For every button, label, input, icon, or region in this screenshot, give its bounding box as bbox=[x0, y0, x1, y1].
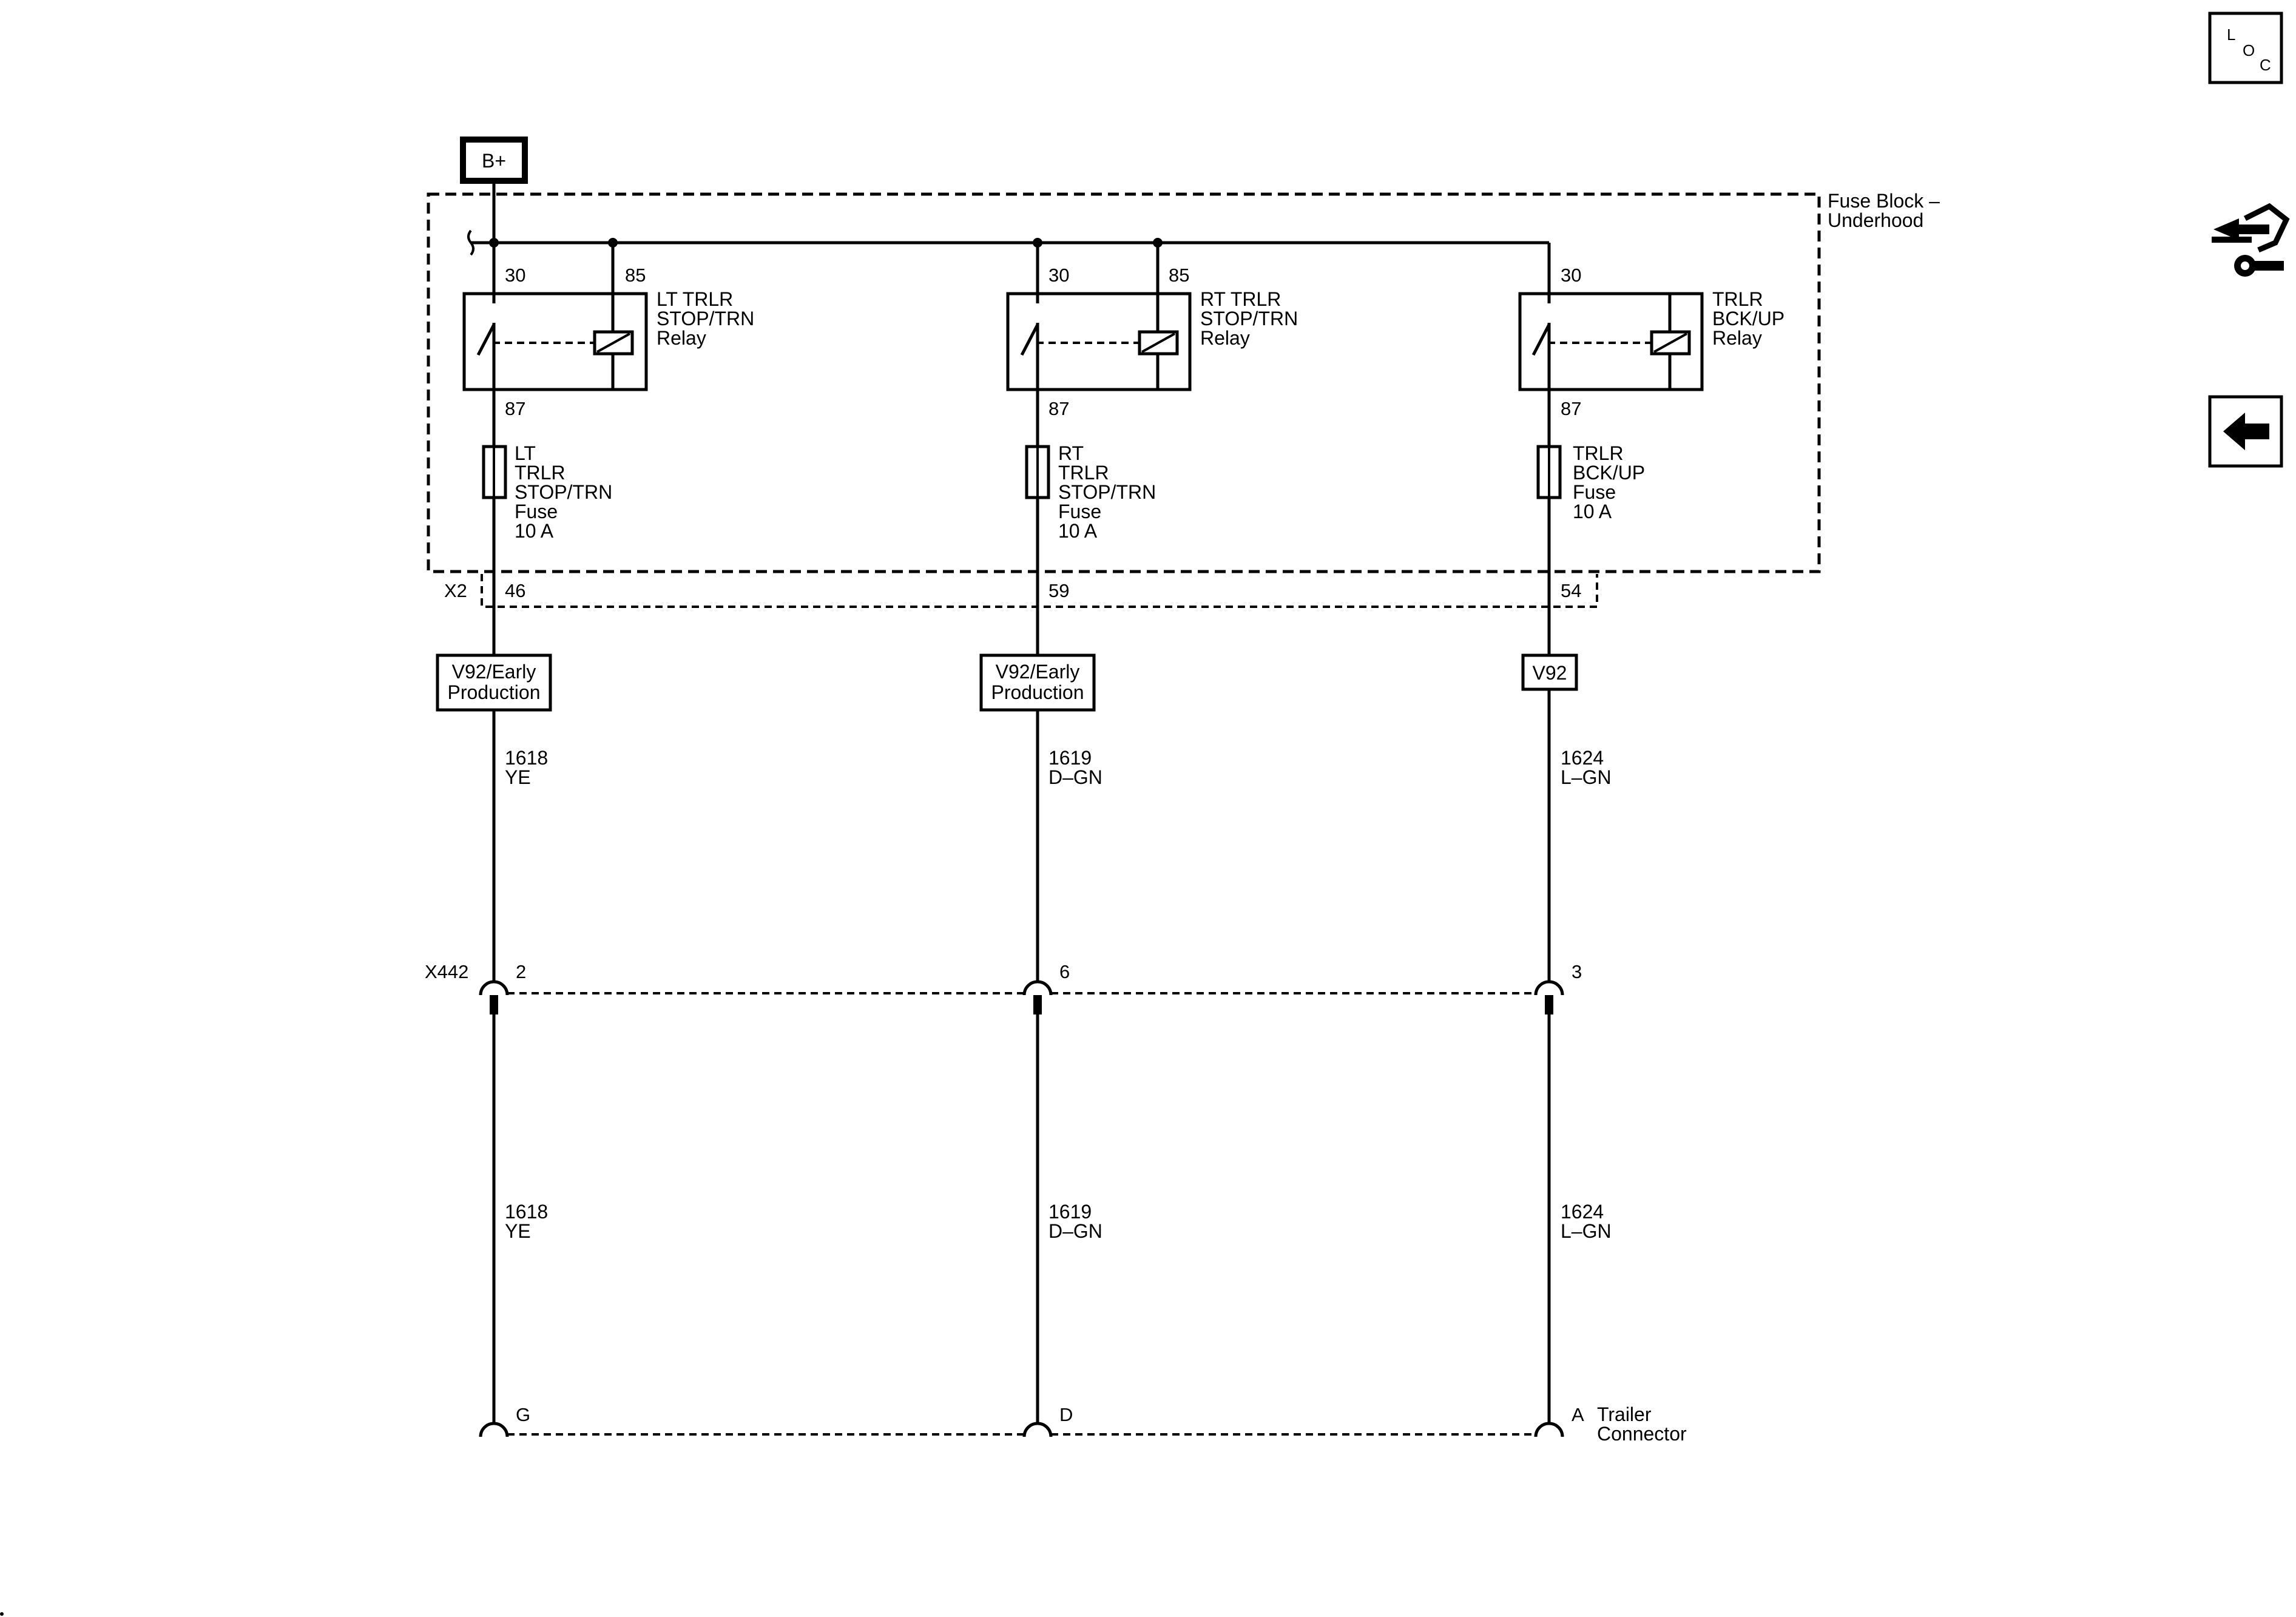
connector-x442-pin: 2 bbox=[516, 961, 526, 982]
loc-letter-c: C bbox=[2260, 56, 2271, 74]
wire-circuit: 1619 bbox=[1048, 747, 1092, 769]
location-button[interactable]: L O C bbox=[2208, 12, 2283, 84]
option-box-rt: V92/Early Production bbox=[979, 653, 1096, 712]
fuse-name-line3: Fuse bbox=[1573, 481, 1616, 503]
relay-name-line2: STOP/TRN bbox=[1200, 308, 1298, 329]
rt-trlr-stop-trn-relay: 30 85 87 RT TRLR STOP/TRN Relay bbox=[1006, 243, 1298, 419]
connector-x2-pin: 46 bbox=[505, 580, 525, 601]
connector-tools-icon bbox=[2212, 203, 2290, 277]
relay-pin-85: 85 bbox=[1169, 265, 1189, 286]
option-box-lt: V92/Early Production bbox=[436, 653, 552, 712]
relay-pin-87: 87 bbox=[505, 398, 525, 419]
connector-x2: X2 46 59 54 bbox=[444, 574, 1598, 608]
rt-trlr-stop-trn-fuse: RT TRLR STOP/TRN Fuse 10 A bbox=[1025, 442, 1156, 542]
lt-trlr-stop-trn-relay: 30 85 87 LT TRLR STOP/TRN Relay bbox=[462, 243, 754, 419]
wire-color: L–GN bbox=[1561, 1220, 1612, 1242]
option-line2: Production bbox=[448, 681, 541, 703]
fuse-name-line2: TRLR bbox=[1058, 462, 1109, 484]
back-button[interactable] bbox=[2208, 395, 2283, 468]
trailer-connector-label-line2: Connector bbox=[1597, 1423, 1687, 1445]
relay-name-line2: STOP/TRN bbox=[657, 308, 754, 329]
trailer-connector-label-line1: Trailer bbox=[1597, 1403, 1652, 1425]
lt-trlr-stop-trn-fuse: LT TRLR STOP/TRN Fuse 10 A bbox=[482, 442, 612, 542]
connector-end-view-button[interactable] bbox=[2212, 203, 2290, 277]
wire-color: YE bbox=[505, 766, 531, 788]
fuse-name-line3: STOP/TRN bbox=[1058, 481, 1156, 503]
splice-dot bbox=[489, 238, 499, 248]
relay-name-line3: Relay bbox=[657, 327, 706, 349]
trailer-connector-pin: A bbox=[1572, 1404, 1584, 1425]
relay-name-line1: RT TRLR bbox=[1200, 288, 1281, 310]
relay-name-line3: Relay bbox=[1712, 327, 1762, 349]
relay-pin-30: 30 bbox=[1048, 265, 1069, 286]
option-box-bck: V92 bbox=[1521, 653, 1578, 691]
relay-pin-30: 30 bbox=[1561, 265, 1581, 286]
fuse-rating: 10 A bbox=[1573, 501, 1612, 522]
fuse-rating: 10 A bbox=[515, 520, 554, 542]
wire-circuit: 1624 bbox=[1561, 747, 1604, 769]
trailer-connector-pin: G bbox=[516, 1404, 530, 1425]
option-line1: V92/Early bbox=[996, 661, 1080, 683]
fuse-name-line2: BCK/UP bbox=[1573, 462, 1645, 484]
wire-color: YE bbox=[505, 1220, 531, 1242]
relay-name-line2: BCK/UP bbox=[1712, 308, 1784, 329]
relay-pin-87: 87 bbox=[1048, 398, 1069, 419]
fuse-name-line1: RT bbox=[1058, 442, 1084, 464]
trailer-connector-pin: D bbox=[1059, 1404, 1073, 1425]
connector-x442-pin: 6 bbox=[1059, 961, 1070, 982]
fuse-block-label-line1: Fuse Block – bbox=[1828, 190, 1940, 212]
fuse-name-line2: TRLR bbox=[515, 462, 566, 484]
trlr-bck-up-fuse: TRLR BCK/UP Fuse 10 A bbox=[1536, 442, 1645, 522]
battery-positive-source: B+ bbox=[460, 137, 528, 184]
wire-color: D–GN bbox=[1048, 766, 1102, 788]
fuse-name-line1: TRLR bbox=[1573, 442, 1624, 464]
trlr-bck-up-relay: 30 87 TRLR BCK/UP Relay bbox=[1518, 265, 1784, 419]
wire-color: D–GN bbox=[1048, 1220, 1102, 1242]
fuse-block-enclosure bbox=[427, 192, 1821, 573]
loc-letter-l: L bbox=[2227, 25, 2235, 44]
option-line2: Production bbox=[991, 681, 1084, 703]
wire-circuit: 1619 bbox=[1048, 1201, 1092, 1223]
relay-name-line1: LT TRLR bbox=[657, 288, 733, 310]
fuse-block-label-line2: Underhood bbox=[1828, 209, 1923, 231]
battery-positive-label: B+ bbox=[482, 150, 506, 172]
relay-name-line3: Relay bbox=[1200, 327, 1250, 349]
back-arrow-icon bbox=[2223, 413, 2269, 450]
fuse-name-line3: STOP/TRN bbox=[515, 481, 612, 503]
fuse-rating: 10 A bbox=[1058, 520, 1098, 542]
relay-name-line1: TRLR bbox=[1712, 288, 1763, 310]
location-icon: L O C bbox=[2227, 25, 2271, 74]
trailer-connector: G D A Trailer Connector bbox=[479, 1403, 1687, 1445]
relay-pin-87: 87 bbox=[1561, 398, 1581, 419]
loc-letter-o: O bbox=[2243, 41, 2255, 59]
fuse-name-line1: LT bbox=[515, 442, 536, 464]
wire-circuit: 1624 bbox=[1561, 1201, 1604, 1223]
connector-x442: X442 2 6 3 bbox=[425, 961, 1582, 1014]
connector-x2-pin: 59 bbox=[1048, 580, 1069, 601]
fuse-name-line4: Fuse bbox=[515, 501, 558, 522]
connector-x442-pin: 3 bbox=[1572, 961, 1582, 982]
connector-x2-pin: 54 bbox=[1561, 580, 1581, 601]
relay-pin-85: 85 bbox=[625, 265, 646, 286]
option-line1: V92/Early bbox=[452, 661, 536, 683]
wire-circuit: 1618 bbox=[505, 1201, 548, 1223]
corner-mark bbox=[0, 1612, 4, 1616]
wire-color: L–GN bbox=[1561, 766, 1612, 788]
wire-circuit: 1618 bbox=[505, 747, 548, 769]
fuse-name-line4: Fuse bbox=[1058, 501, 1101, 522]
option-line1: V92 bbox=[1533, 662, 1567, 684]
connector-x442-label: X442 bbox=[425, 961, 468, 982]
relay-pin-30: 30 bbox=[505, 265, 525, 286]
connector-x2-label: X2 bbox=[444, 580, 467, 601]
